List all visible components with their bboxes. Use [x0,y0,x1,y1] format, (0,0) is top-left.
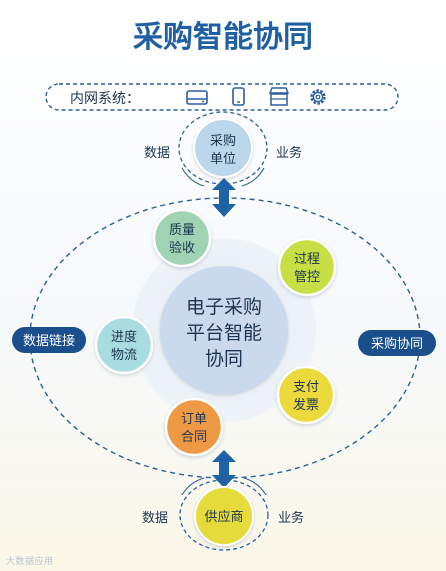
orbit-node-order: 订单 合同 [164,397,224,457]
bottom-node: 供应商 数据 业务 [142,477,304,551]
top-node-left-arrow [181,167,205,187]
bottom-node-ring [179,479,269,551]
intranet-banner-frame [45,83,399,111]
bottom-node-line-1: 供应商 [204,509,243,525]
side-label-left-text: 数据链接 [23,333,75,349]
bottom-node-left-arrow [181,477,205,496]
top-node-line-1: 采购 [210,133,236,149]
orbit-node-progress-circle [94,315,154,375]
top-double-arrow [212,178,236,217]
bottom-node-left-label: 数据 [142,511,168,526]
watermark: 大数据应用 [6,557,54,567]
orbit-node-progress: 进度 物流 [94,315,154,375]
orbit-node-payment-line-2: 发票 [293,397,319,413]
orbit-node-process-line-2: 管控 [294,270,320,285]
top-node-circle [193,118,253,178]
top-node: 采购 单位 数据 业务 [144,111,302,187]
phone-icon [232,87,245,106]
center-line-1: 电子采购 [186,296,262,318]
orbit-node-payment-line-1: 支付 [293,380,319,395]
orbit-node-payment-circle [276,365,336,425]
orbit-node-quality-line-2: 验收 [169,240,195,256]
bottom-double-arrow [212,450,236,488]
center-line-2: 平台智能 [186,322,262,344]
orbit-node-quality-circle [152,208,212,268]
side-label-left-pill [12,327,86,353]
side-label-right-text: 采购协同 [371,336,423,352]
orbit-node-process: 过程 管控 [277,237,337,297]
orbit-node-quality-line-1: 质量 [169,223,195,238]
orbit-node-quality: 质量 验收 [152,208,212,268]
top-node-right-label: 业务 [276,145,302,161]
top-node-line-2: 单位 [210,152,236,167]
top-node-right-arrow [241,167,265,187]
gear-icon [310,89,326,105]
bottom-node-right-arrow [243,477,267,496]
page-title: 采购智能协同 [133,20,313,55]
top-node-ring [178,111,268,185]
orbit-node-order-line-2: 合同 [181,430,207,445]
orbit-node-payment: 支付 发票 [276,365,336,425]
center-line-3: 协同 [205,348,243,370]
center-circle [160,266,288,394]
side-label-right: 采购协同 [358,330,436,356]
store-icon [268,87,290,106]
intranet-label: 内网系统： [70,91,140,107]
orbit-node-order-circle [164,397,224,457]
top-node-left-label: 数据 [144,146,170,161]
side-label-left: 数据链接 [12,327,86,353]
orbit-node-order-line-1: 订单 [181,412,207,427]
server-icon [186,90,208,105]
side-label-right-pill [358,330,436,356]
orbit-node-progress-line-2: 物流 [111,348,137,363]
orbit-node-progress-line-1: 进度 [111,329,137,345]
bottom-node-right-label: 业务 [278,510,304,526]
intranet-banner: 内网系统： [45,83,399,111]
orbit-node-process-circle [277,237,337,297]
bottom-node-circle [194,486,254,546]
orbit-node-process-line-1: 过程 [294,252,320,267]
